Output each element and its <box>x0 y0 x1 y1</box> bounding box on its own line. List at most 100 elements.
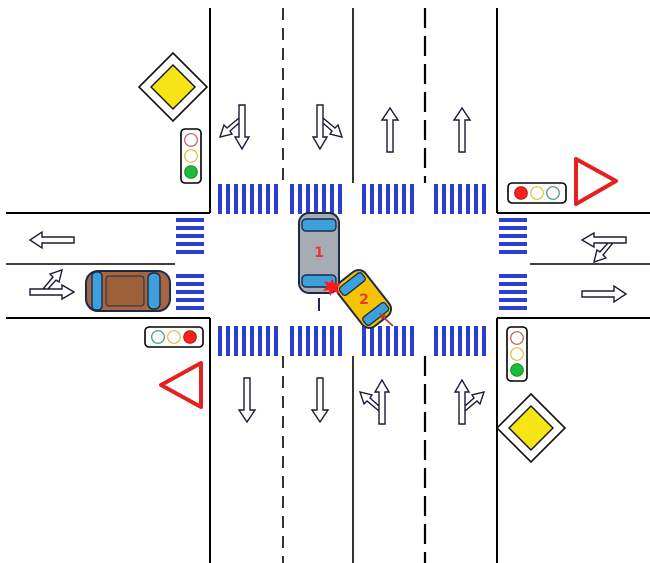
crosswalk-stripe <box>330 184 334 214</box>
crosswalk-stripe <box>394 326 398 356</box>
crosswalk-stripe <box>306 184 310 214</box>
crosswalk-stripe <box>442 326 446 356</box>
crosswalk-stripe <box>250 184 254 214</box>
crosswalk-stripe <box>234 326 238 356</box>
crosswalk-stripe <box>499 290 527 294</box>
crosswalk-stripe <box>410 184 414 214</box>
arrow-straight-left-icon <box>359 379 390 425</box>
crosswalk-north <box>218 184 486 214</box>
crosswalk-stripe <box>176 282 204 286</box>
arrow-straight-right-icon <box>454 379 485 425</box>
lane-dividers-vertical <box>282 8 427 563</box>
crosswalk-stripe <box>306 326 310 356</box>
yield-sign-icon <box>159 361 203 409</box>
traffic-light-icon <box>144 326 204 348</box>
crosswalk-stripe <box>450 184 454 214</box>
crosswalk-stripe <box>410 326 414 356</box>
traffic-light-icon <box>180 128 202 184</box>
crosswalk-stripe <box>322 184 326 214</box>
crosswalk-stripe <box>378 184 382 214</box>
arrow-straight-left-icon <box>581 232 627 263</box>
crosswalk-stripe <box>474 326 478 356</box>
arrow-left-icon <box>29 231 75 249</box>
vehicle-2: 2 <box>335 269 393 329</box>
arrow-down-icon <box>311 377 329 423</box>
arrow-right-icon <box>581 285 627 303</box>
crosswalk-stripe <box>176 306 204 310</box>
crosswalk-stripe <box>290 184 294 214</box>
crosswalk-east <box>499 218 527 310</box>
traffic-light-icon <box>506 326 528 382</box>
crosswalk-stripe <box>402 184 406 214</box>
crosswalk-stripe <box>434 326 438 356</box>
crosswalk-stripe <box>386 326 390 356</box>
crosswalk-stripe <box>176 218 204 222</box>
crosswalk-stripe <box>338 184 342 214</box>
crosswalk-stripe <box>450 326 454 356</box>
crosswalk-stripe <box>218 326 222 356</box>
arrow-down-icon <box>238 377 256 423</box>
crosswalk-stripe <box>362 184 366 214</box>
crosswalk-stripe <box>176 234 204 238</box>
crosswalk-stripe <box>370 184 374 214</box>
crosswalk-stripe <box>298 184 302 214</box>
crosswalk-stripe <box>474 184 478 214</box>
crosswalk-stripe <box>176 226 204 230</box>
crosswalk-stripe <box>482 184 486 214</box>
vehicle-1: 1 <box>298 212 340 294</box>
crosswalk-stripe <box>370 326 374 356</box>
crosswalk-stripe <box>458 326 462 356</box>
crosswalk-stripe <box>226 326 230 356</box>
crosswalk-stripe <box>226 184 230 214</box>
crosswalk-stripe <box>290 326 294 356</box>
crosswalk-stripe <box>442 184 446 214</box>
crosswalk-stripe <box>298 326 302 356</box>
arrow-up-icon <box>381 107 399 153</box>
priority-road-sign-icon <box>496 393 566 463</box>
crosswalk-stripe <box>499 242 527 246</box>
car-parked <box>85 270 171 312</box>
arrow-straight-left-icon <box>219 104 250 150</box>
crosswalk-stripe <box>499 306 527 310</box>
crosswalk-stripe <box>402 326 406 356</box>
collision-icon <box>323 279 341 296</box>
crosswalk-stripe <box>266 326 270 356</box>
crosswalk-stripe <box>330 326 334 356</box>
crosswalk-stripe <box>499 250 527 254</box>
crosswalk-stripe <box>314 184 318 214</box>
crosswalk-stripe <box>258 326 262 356</box>
road-edges <box>6 8 650 563</box>
crosswalk-stripe <box>242 184 246 214</box>
traffic-light-icon <box>507 182 567 204</box>
crosswalk-stripe <box>218 184 222 214</box>
arrow-straight-left-icon <box>29 269 75 300</box>
crosswalk-stripe <box>274 326 278 356</box>
crosswalk-stripe <box>386 184 390 214</box>
crosswalk-stripe <box>499 282 527 286</box>
crosswalk-stripe <box>176 298 204 302</box>
crosswalk-stripe <box>266 184 270 214</box>
vehicle-2-label: 2 <box>359 292 369 308</box>
crosswalk-west <box>176 218 204 310</box>
crosswalk-stripe <box>250 326 254 356</box>
crosswalk-stripe <box>499 234 527 238</box>
crosswalk-stripe <box>434 184 438 214</box>
arrow-up-icon <box>453 107 471 153</box>
crosswalk-stripe <box>499 226 527 230</box>
crosswalk-stripe <box>362 326 366 356</box>
crosswalk-stripe <box>176 242 204 246</box>
crosswalk-stripe <box>499 218 527 222</box>
crosswalk-stripe <box>482 326 486 356</box>
crosswalk-stripe <box>314 326 318 356</box>
crosswalk-stripe <box>234 184 238 214</box>
crosswalk-stripe <box>176 274 204 278</box>
crosswalk-stripe <box>258 184 262 214</box>
crosswalk-stripe <box>176 290 204 294</box>
vehicle-2-direction-icon <box>379 313 394 327</box>
arrow-straight-right-icon <box>312 104 343 150</box>
crosswalk-stripe <box>378 326 382 356</box>
crosswalk-south <box>218 326 486 356</box>
crosswalk-stripe <box>242 326 246 356</box>
crosswalk-stripe <box>176 250 204 254</box>
